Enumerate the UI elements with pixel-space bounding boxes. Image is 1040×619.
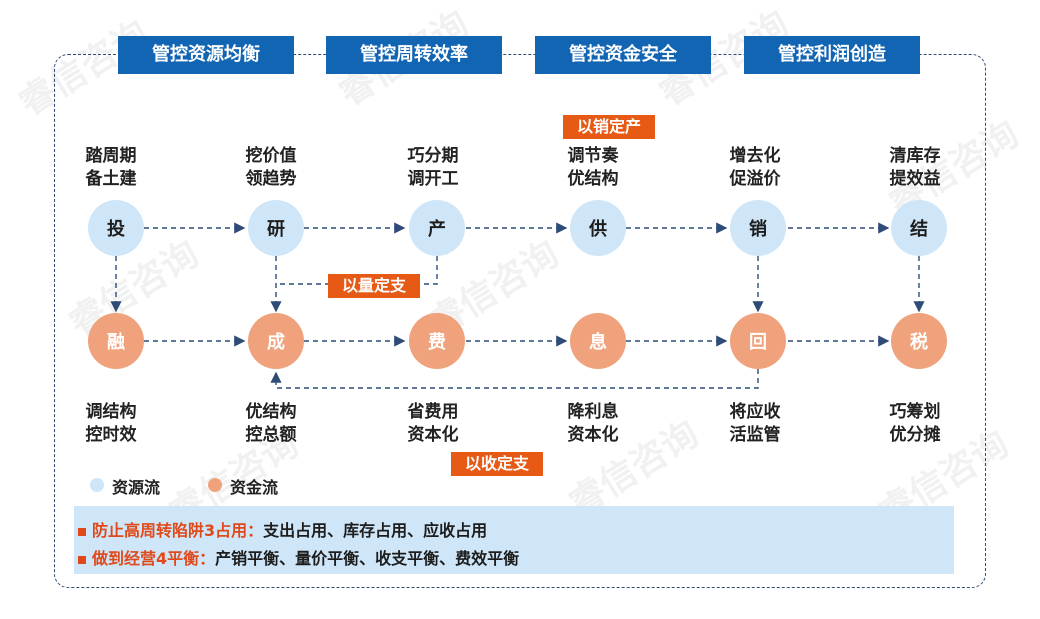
tag-revenue-expense: 以收定支 (451, 452, 543, 476)
legend-resource-dot (90, 478, 104, 492)
top-label: 清库存提效益 (889, 146, 941, 189)
node-gong: 供 (570, 200, 626, 256)
bottom-label: 降利息资本化 (567, 402, 619, 445)
node-rong: 融 (88, 313, 144, 369)
bullet-icon (78, 527, 86, 536)
top-label: 调节奏优结构 (567, 146, 619, 189)
bottom-label: 调结构控时效 (85, 402, 137, 445)
top-label: 巧分期调开工 (407, 146, 459, 189)
node-jie: 结 (891, 200, 947, 256)
node-yan: 研 (248, 200, 304, 256)
header-resource-balance: 管控资源均衡 (118, 36, 294, 74)
top-label: 踏周期备土建 (85, 146, 137, 189)
bottom-label: 巧筹划优分摊 (889, 402, 941, 445)
top-label: 挖价值领趋势 (245, 146, 297, 189)
node-xiao: 销 (730, 200, 786, 256)
header-capital-safety: 管控资金安全 (535, 36, 711, 74)
tag-volume-expense: 以量定支 (328, 274, 420, 298)
node-fei: 费 (409, 313, 465, 369)
note-row-occupancy: 防止高周转陷阱3占用：支出占用、库存占用、应收占用 (78, 517, 487, 541)
node-cheng: 成 (248, 313, 304, 369)
bottom-label: 优结构控总额 (245, 402, 297, 445)
header-turnover-efficiency: 管控周转效率 (326, 36, 502, 74)
legend-resource-label: 资源流 (112, 478, 161, 497)
arrow-hui-cheng (270, 369, 759, 389)
bottom-label: 将应收活监管 (729, 402, 781, 445)
top-label: 增去化促溢价 (729, 146, 781, 189)
note-row-balance: 做到经营4平衡：产销平衡、量价平衡、收支平衡、费效平衡 (78, 545, 519, 569)
node-shui: 税 (891, 313, 947, 369)
notes-box (74, 506, 954, 574)
node-xi: 息 (570, 313, 626, 369)
node-hui: 回 (730, 313, 786, 369)
legend-capital-dot (208, 478, 222, 492)
bullet-icon (78, 555, 86, 564)
header-profit-creation: 管控利润创造 (744, 36, 920, 74)
bottom-label: 省费用资本化 (407, 402, 459, 445)
node-chan: 产 (409, 200, 465, 256)
tag-sales-production: 以销定产 (563, 115, 655, 139)
node-tou: 投 (88, 200, 144, 256)
dashed-frame (54, 54, 986, 588)
legend-capital-label: 资金流 (230, 478, 279, 497)
